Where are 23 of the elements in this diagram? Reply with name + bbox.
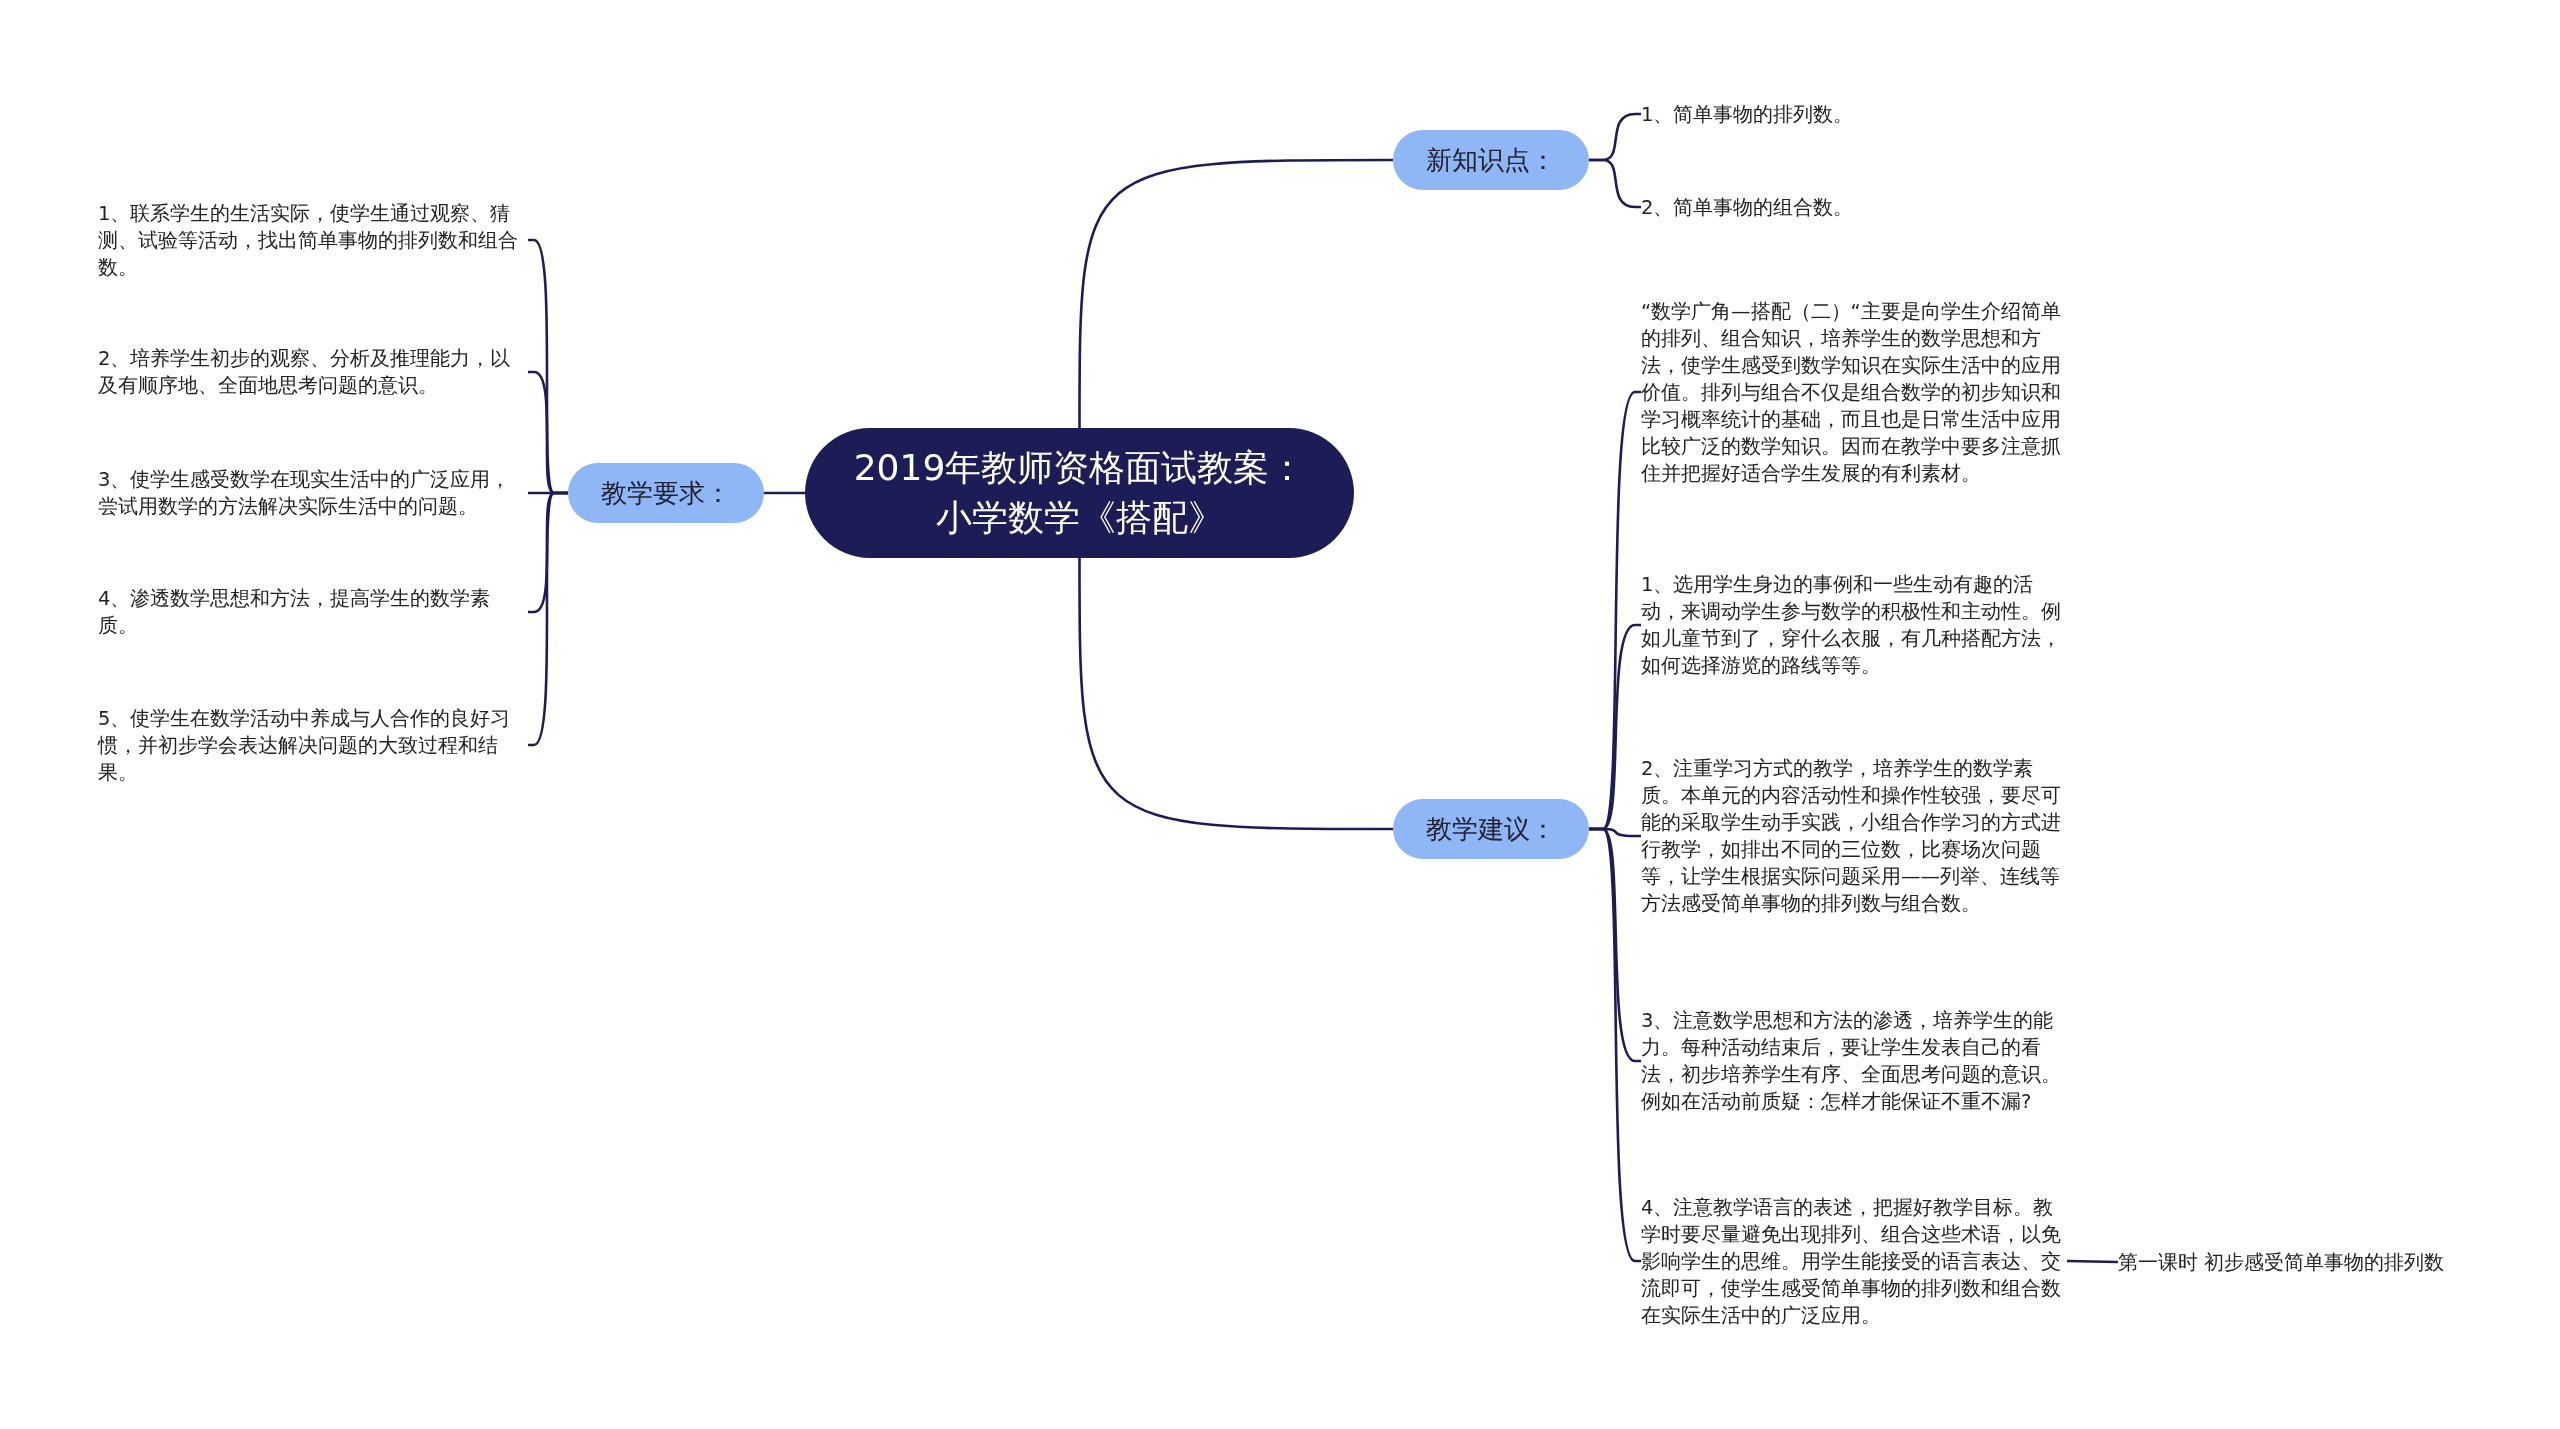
topic-text: 5、使学生在数学活动中养成与人合作的良好习惯，并初步学会表达解决问题的大致过程和结果。 [98,704,528,786]
branch-topic: 教学建议： [1393,799,1589,859]
topic-text: 2、培养学生初步的观察、分析及推理能力，以及有顺序地、全面地思考问题的意识。 [98,345,528,399]
topic-text: 2、简单事物的组合数。 [1641,193,2081,221]
topic-text: 4、注意教学语言的表述，把握好教学目标。教学时要尽量避免出现排列、组合这些术语，以免影响学生的思维。用学生能接受的语言表达、交流即可，使学生感受简单事物的排列数和组合数在实际生活中的广泛应用。 [1641,1193,2067,1329]
topic-text: 4、渗透数学思想和方法，提高学生的数学素质。 [98,585,528,639]
branch-topic: 新知识点： [1393,130,1589,190]
topic-text: “数学广角—搭配（二）“主要是向学生介绍简单的排列、组合知识，培养学生的数学思想和方法，使学生感受到数学知识在实际生活中的应用价值。排列与组合不仅是组合数学的初步知识和学习概率统计的基础，而且也是日常生活中应用比较广泛的数学知识。因而在教学中要多注意抓住并把握好适合学生发展的有利素材。 [1641,297,2067,487]
topic-text: 2、注重学习方式的教学，培养学生的数学素质。本单元的内容活动性和操作性较强，要尽可能的采取学生动手实践，小组合作学习的方式进行教学，如排出不同的三位数，比赛场次问题等，让学生根据实际问题采用——列举、连线等方法感受简单事物的排列数与组合数。 [1641,755,2067,917]
connector-line [1589,827,1641,1263]
connector-line [2066,1259,2119,1264]
connector-line [528,491,568,747]
central-topic: 2019年教师资格面试教案：小学数学《搭配》 [805,428,1354,558]
topic-text: 1、联系学生的生活实际，使学生通过观察、猜测、试验等活动，找出简单事物的排列数和组合数。 [98,199,528,281]
topic-text: 1、简单事物的排列数。 [1641,100,2081,128]
topic-text: 3、注意数学思想和方法的渗透，培养学生的能力。每种活动结束后，要让学生发表自己的看法，初步培养学生有序、全面思考问题的意识。例如在活动前质疑：怎样才能保证不重不漏? [1641,1007,2067,1115]
topic-text: 3、使学生感受数学在现实生活中的广泛应用，尝试用数学的方法解决实际生活中的问题。 [98,466,528,520]
branch-topic: 教学要求： [568,463,764,523]
topic-text: 1、选用学生身边的事例和一些生动有趣的活动，来调动学生参与数学的积极性和主动性。例如儿童节到了，穿什么衣服，有几种搭配方法，如何选择游览的路线等等。 [1641,571,2067,679]
topic-text: 第一课时 初步感受简单事物的排列数 [2118,1248,2538,1276]
connector-line [1078,558,1393,831]
connector-line [764,491,805,495]
connector-line [1078,158,1393,428]
